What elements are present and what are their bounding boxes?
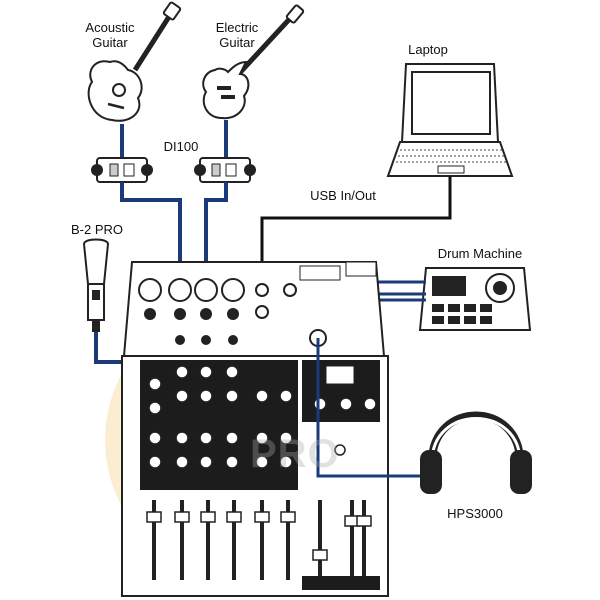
- acoustic-guitar-icon: [87, 1, 182, 122]
- acoustic-guitar-label: Acoustic Guitar: [75, 20, 145, 50]
- laptop-label: Laptop: [408, 42, 448, 57]
- di-box-2-icon: [194, 157, 256, 183]
- headphones-label: HPS3000: [447, 506, 503, 521]
- electric-guitar-icon: [202, 4, 305, 120]
- acoustic-guitar-label-line1: Acoustic: [85, 20, 135, 35]
- di-box-1-icon: [91, 157, 153, 183]
- usb-connection-label: USB In/Out: [310, 188, 376, 203]
- acoustic-guitar-label-line2: Guitar: [92, 35, 128, 50]
- mixer-icon: [121, 261, 389, 597]
- watermark-text: PRO: [250, 432, 340, 476]
- microphone-icon: [82, 238, 110, 332]
- headphones-icon: [420, 411, 532, 494]
- drum-machine-icon: [418, 267, 532, 331]
- electric-guitar-label-line2: Guitar: [219, 35, 255, 50]
- drum-machine-label: Drum Machine: [437, 246, 523, 261]
- microphone-label: B-2 PRO: [70, 222, 123, 237]
- electric-guitar-label-line1: Electric: [215, 20, 259, 35]
- electric-guitar-label: Electric Guitar: [202, 20, 272, 50]
- laptop-icon: [386, 63, 514, 177]
- di-box-label: DI100: [163, 139, 199, 154]
